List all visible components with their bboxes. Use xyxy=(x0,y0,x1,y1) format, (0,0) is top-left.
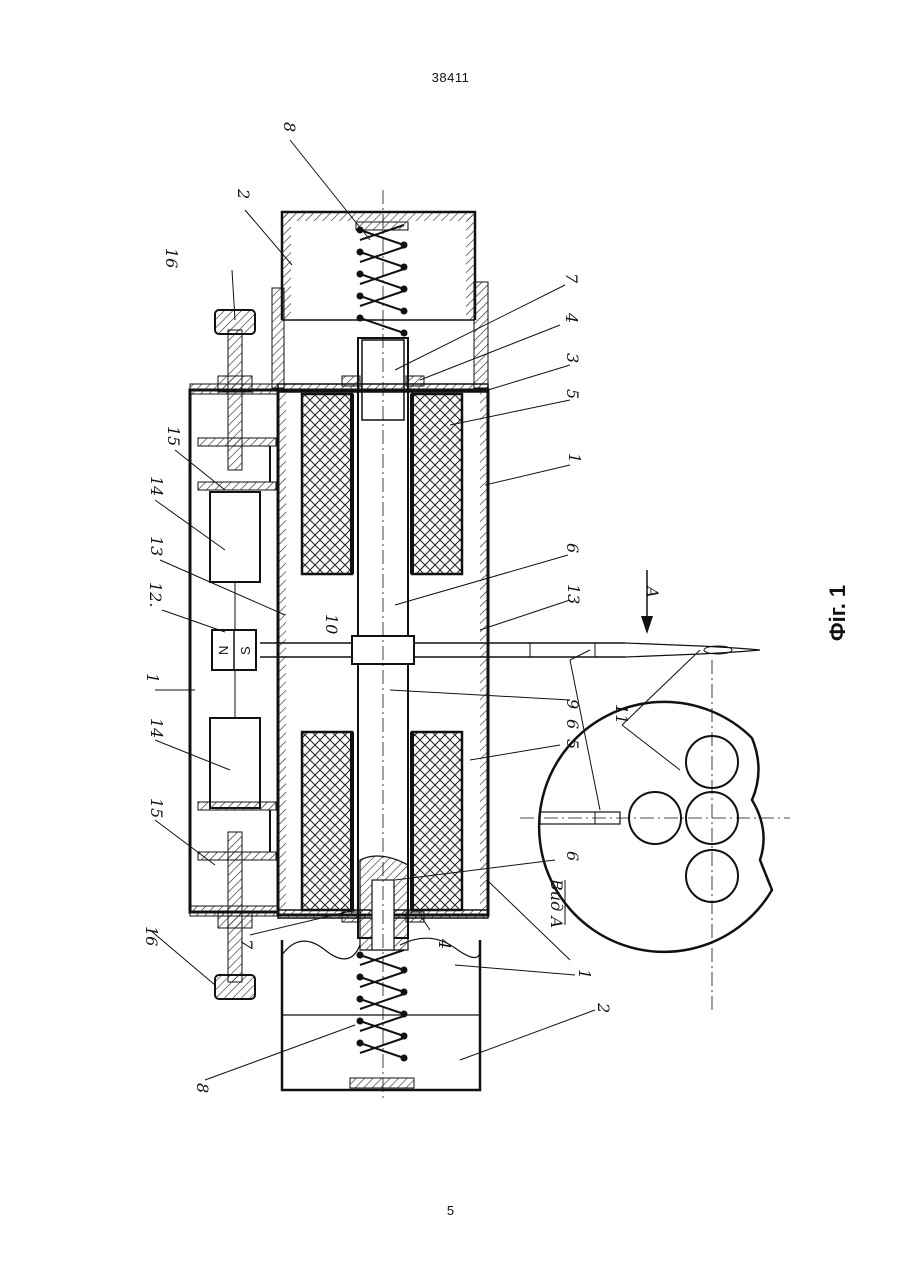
coil-lower-right xyxy=(412,732,462,910)
coil-upper-right xyxy=(412,394,462,574)
callout-5-bottom: 5 xyxy=(563,739,582,749)
callout-1-bottom: 1 xyxy=(575,969,594,979)
arrow-a-head xyxy=(641,616,653,634)
screw-upper-nut xyxy=(218,376,252,392)
washer-top-left xyxy=(342,376,360,386)
coil-lower-left xyxy=(302,732,352,910)
motor-lower xyxy=(210,718,260,808)
spring-bottom-seat xyxy=(350,1078,414,1088)
spring-top-seat xyxy=(356,222,408,230)
callout-12: 12. xyxy=(146,582,165,607)
screw-lower-head xyxy=(215,975,255,999)
screw-upper-stem xyxy=(228,330,242,470)
view-a-label: Вид А xyxy=(547,878,566,928)
top-sleeve-left xyxy=(272,288,284,388)
callout-16-bottom: 16 xyxy=(142,926,161,946)
callout-4-top: 4 xyxy=(562,312,581,323)
magnet-n-label: N xyxy=(216,646,231,655)
callout-8-top: 8 xyxy=(280,122,299,132)
callout-8-bottom: 8 xyxy=(193,1083,212,1093)
motor-upper xyxy=(210,492,260,582)
top-sleeve-right xyxy=(474,282,488,388)
screw-lower-nut xyxy=(218,912,252,928)
spring-top xyxy=(360,225,404,333)
callout-1-right: 1 xyxy=(565,453,584,463)
screw-lower-stem xyxy=(228,832,242,982)
bracket-lower-frame xyxy=(198,802,276,810)
washer-top-right xyxy=(406,376,424,386)
spring-bottom xyxy=(360,950,404,1058)
callout-13-left: 13 xyxy=(147,536,166,556)
callout-6-right: 6 xyxy=(563,719,582,729)
callout-2-bottom: 2 xyxy=(594,1002,613,1013)
needle-tip xyxy=(625,643,760,657)
callout-4-bottom: 4 xyxy=(435,938,454,949)
arrow-a-label: А xyxy=(643,585,662,598)
callout-9: 9 xyxy=(563,699,582,709)
callout-6-mid: 6 xyxy=(563,543,582,553)
page-number: 5 xyxy=(0,1203,901,1218)
callout-1-left: 1 xyxy=(143,673,162,683)
callout-2-top: 2 xyxy=(234,188,253,199)
callout-16-top: 16 xyxy=(162,248,181,268)
top-cover-hatch-top xyxy=(282,212,475,221)
coil-upper-left xyxy=(302,394,352,574)
housing-wall-right xyxy=(480,390,488,915)
bracket-upper xyxy=(198,482,276,490)
callout-10: 10 xyxy=(322,614,341,634)
callout-5-top: 5 xyxy=(563,389,582,399)
callout-6-bottom: 6 xyxy=(563,851,582,861)
magnet-s-label: S xyxy=(238,646,253,655)
callout-3: 3 xyxy=(563,353,582,363)
callout-15-bottom: 15 xyxy=(147,798,166,818)
washer-bottom-left xyxy=(342,912,360,922)
callout-13-right: 13 xyxy=(564,584,583,604)
callout-14-bottom: 14 xyxy=(147,718,166,738)
callout-7-bottom: 7 xyxy=(237,939,256,950)
figure-caption: Фіг. 1 xyxy=(825,585,851,641)
callout-15-top: 15 xyxy=(164,426,183,446)
callout-7-top: 7 xyxy=(562,273,581,284)
callout-11: 11 xyxy=(612,704,631,724)
callout-14-top: 14 xyxy=(147,476,166,496)
